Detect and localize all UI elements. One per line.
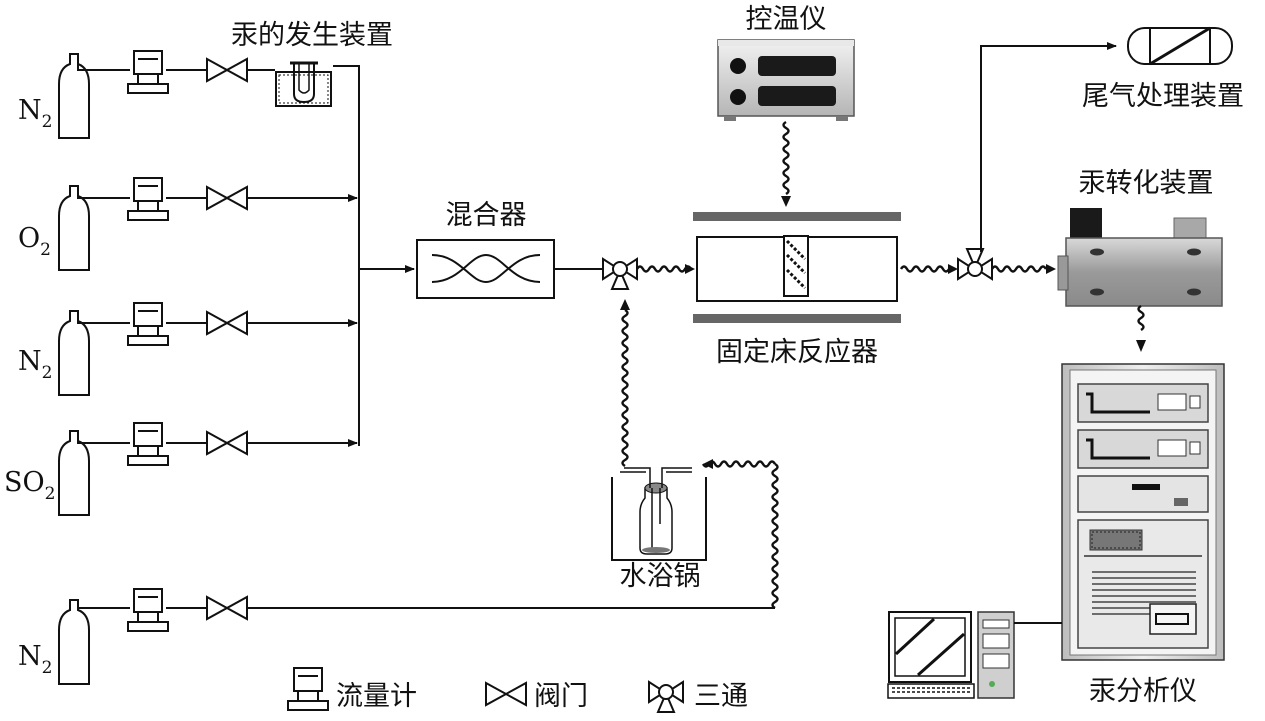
flowmeter-5 bbox=[127, 588, 169, 632]
tail-gas-label: 尾气处理装置 bbox=[1082, 81, 1244, 112]
mercury-converter bbox=[1057, 208, 1223, 307]
flowmeter-2 bbox=[127, 177, 169, 221]
mercury-generator-label: 汞的发生装置 bbox=[231, 20, 393, 51]
legend-valve-symbol bbox=[485, 682, 527, 706]
gas-cylinder-n2-top bbox=[58, 53, 90, 139]
analyzer-label: 汞分析仪 bbox=[1089, 676, 1197, 707]
heated-line-bath-inlet-horizontal bbox=[701, 460, 777, 468]
gas-label-n2-middle: N2 bbox=[18, 346, 52, 383]
gas-label-n2-top: N2 bbox=[18, 95, 52, 132]
gas-label-so2: SO2 bbox=[4, 467, 55, 504]
heated-line-bath-inlet-vertical bbox=[771, 462, 779, 610]
valve-1 bbox=[206, 58, 248, 82]
mercury-generator bbox=[275, 61, 332, 107]
legend-flowmeter-symbol bbox=[287, 667, 329, 711]
legend-three-way-label: 三通 bbox=[694, 681, 748, 712]
gas-lines bbox=[77, 54, 775, 609]
legend: 流量计 阀门 三通 bbox=[287, 667, 748, 713]
valve-5 bbox=[206, 596, 248, 620]
mixer bbox=[416, 239, 555, 299]
temperature-signal-line bbox=[782, 120, 790, 196]
gas-label-n2-bottom: N2 bbox=[18, 641, 52, 678]
legend-three-way-symbol bbox=[648, 681, 684, 713]
computer-terminal bbox=[887, 611, 1015, 699]
reactor-label: 固定床反应器 bbox=[716, 337, 878, 368]
legend-flowmeter-label: 流量计 bbox=[336, 681, 417, 712]
water-bath-label: 水浴锅 bbox=[620, 561, 701, 592]
heated-line-to-splitter bbox=[899, 265, 951, 273]
water-bath bbox=[611, 467, 707, 561]
converter-label: 汞转化装置 bbox=[1079, 168, 1214, 199]
flowmeter-1 bbox=[127, 50, 169, 94]
heated-line-to-converter bbox=[990, 265, 1048, 273]
gas-label-o2: O2 bbox=[18, 223, 51, 260]
temperature-controller-label: 控温仪 bbox=[746, 4, 827, 35]
three-way-valve-2 bbox=[957, 248, 993, 280]
valve-4 bbox=[206, 431, 248, 455]
line-to-analyzer bbox=[1137, 304, 1145, 332]
gas-cylinder-n2-bottom bbox=[58, 599, 90, 685]
mercury-analyzer bbox=[1061, 363, 1225, 661]
heated-line-to-reactor bbox=[635, 265, 693, 273]
tail-gas-treatment bbox=[1127, 26, 1233, 66]
flowmeter-4 bbox=[127, 422, 169, 466]
valve-2 bbox=[206, 186, 248, 210]
heated-line-bath-outlet bbox=[621, 308, 629, 468]
legend-valve-label: 阀门 bbox=[534, 681, 588, 712]
three-way-valve-1 bbox=[602, 258, 638, 290]
temperature-controller bbox=[717, 39, 855, 121]
fixed-bed-reactor bbox=[693, 212, 901, 323]
valve-3 bbox=[206, 311, 248, 335]
line-to-tail-gas bbox=[980, 42, 1117, 252]
mixer-label: 混合器 bbox=[446, 200, 527, 231]
flowmeter-3 bbox=[127, 302, 169, 346]
